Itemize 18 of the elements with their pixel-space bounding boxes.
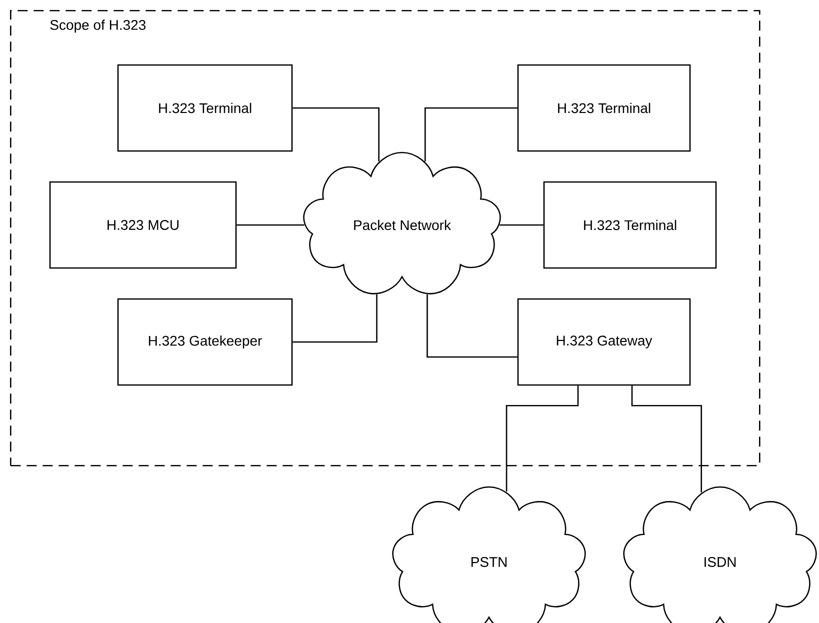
process-box: H.323 Terminal bbox=[517, 64, 691, 152]
connector-line bbox=[631, 386, 702, 492]
network-cloud: ISDN bbox=[623, 486, 817, 623]
network-cloud: PSTN bbox=[392, 486, 586, 623]
process-box: H.323 Terminal bbox=[117, 64, 293, 152]
connector-line bbox=[506, 386, 579, 492]
connector-line bbox=[426, 294, 518, 358]
scope-label: Scope of H.323 bbox=[50, 20, 146, 33]
network-cloud: Packet Network bbox=[303, 152, 501, 294]
process-box: H.323 Terminal bbox=[543, 181, 717, 269]
connector-line bbox=[292, 107, 380, 162]
connector-line bbox=[500, 224, 544, 226]
process-box: H.323 Gateway bbox=[517, 298, 691, 386]
connector-line bbox=[292, 294, 378, 343]
process-box: H.323 Gatekeeper bbox=[117, 298, 293, 386]
connector-line bbox=[424, 107, 518, 162]
process-box: H.323 MCU bbox=[49, 181, 237, 269]
connector-line bbox=[236, 224, 304, 226]
